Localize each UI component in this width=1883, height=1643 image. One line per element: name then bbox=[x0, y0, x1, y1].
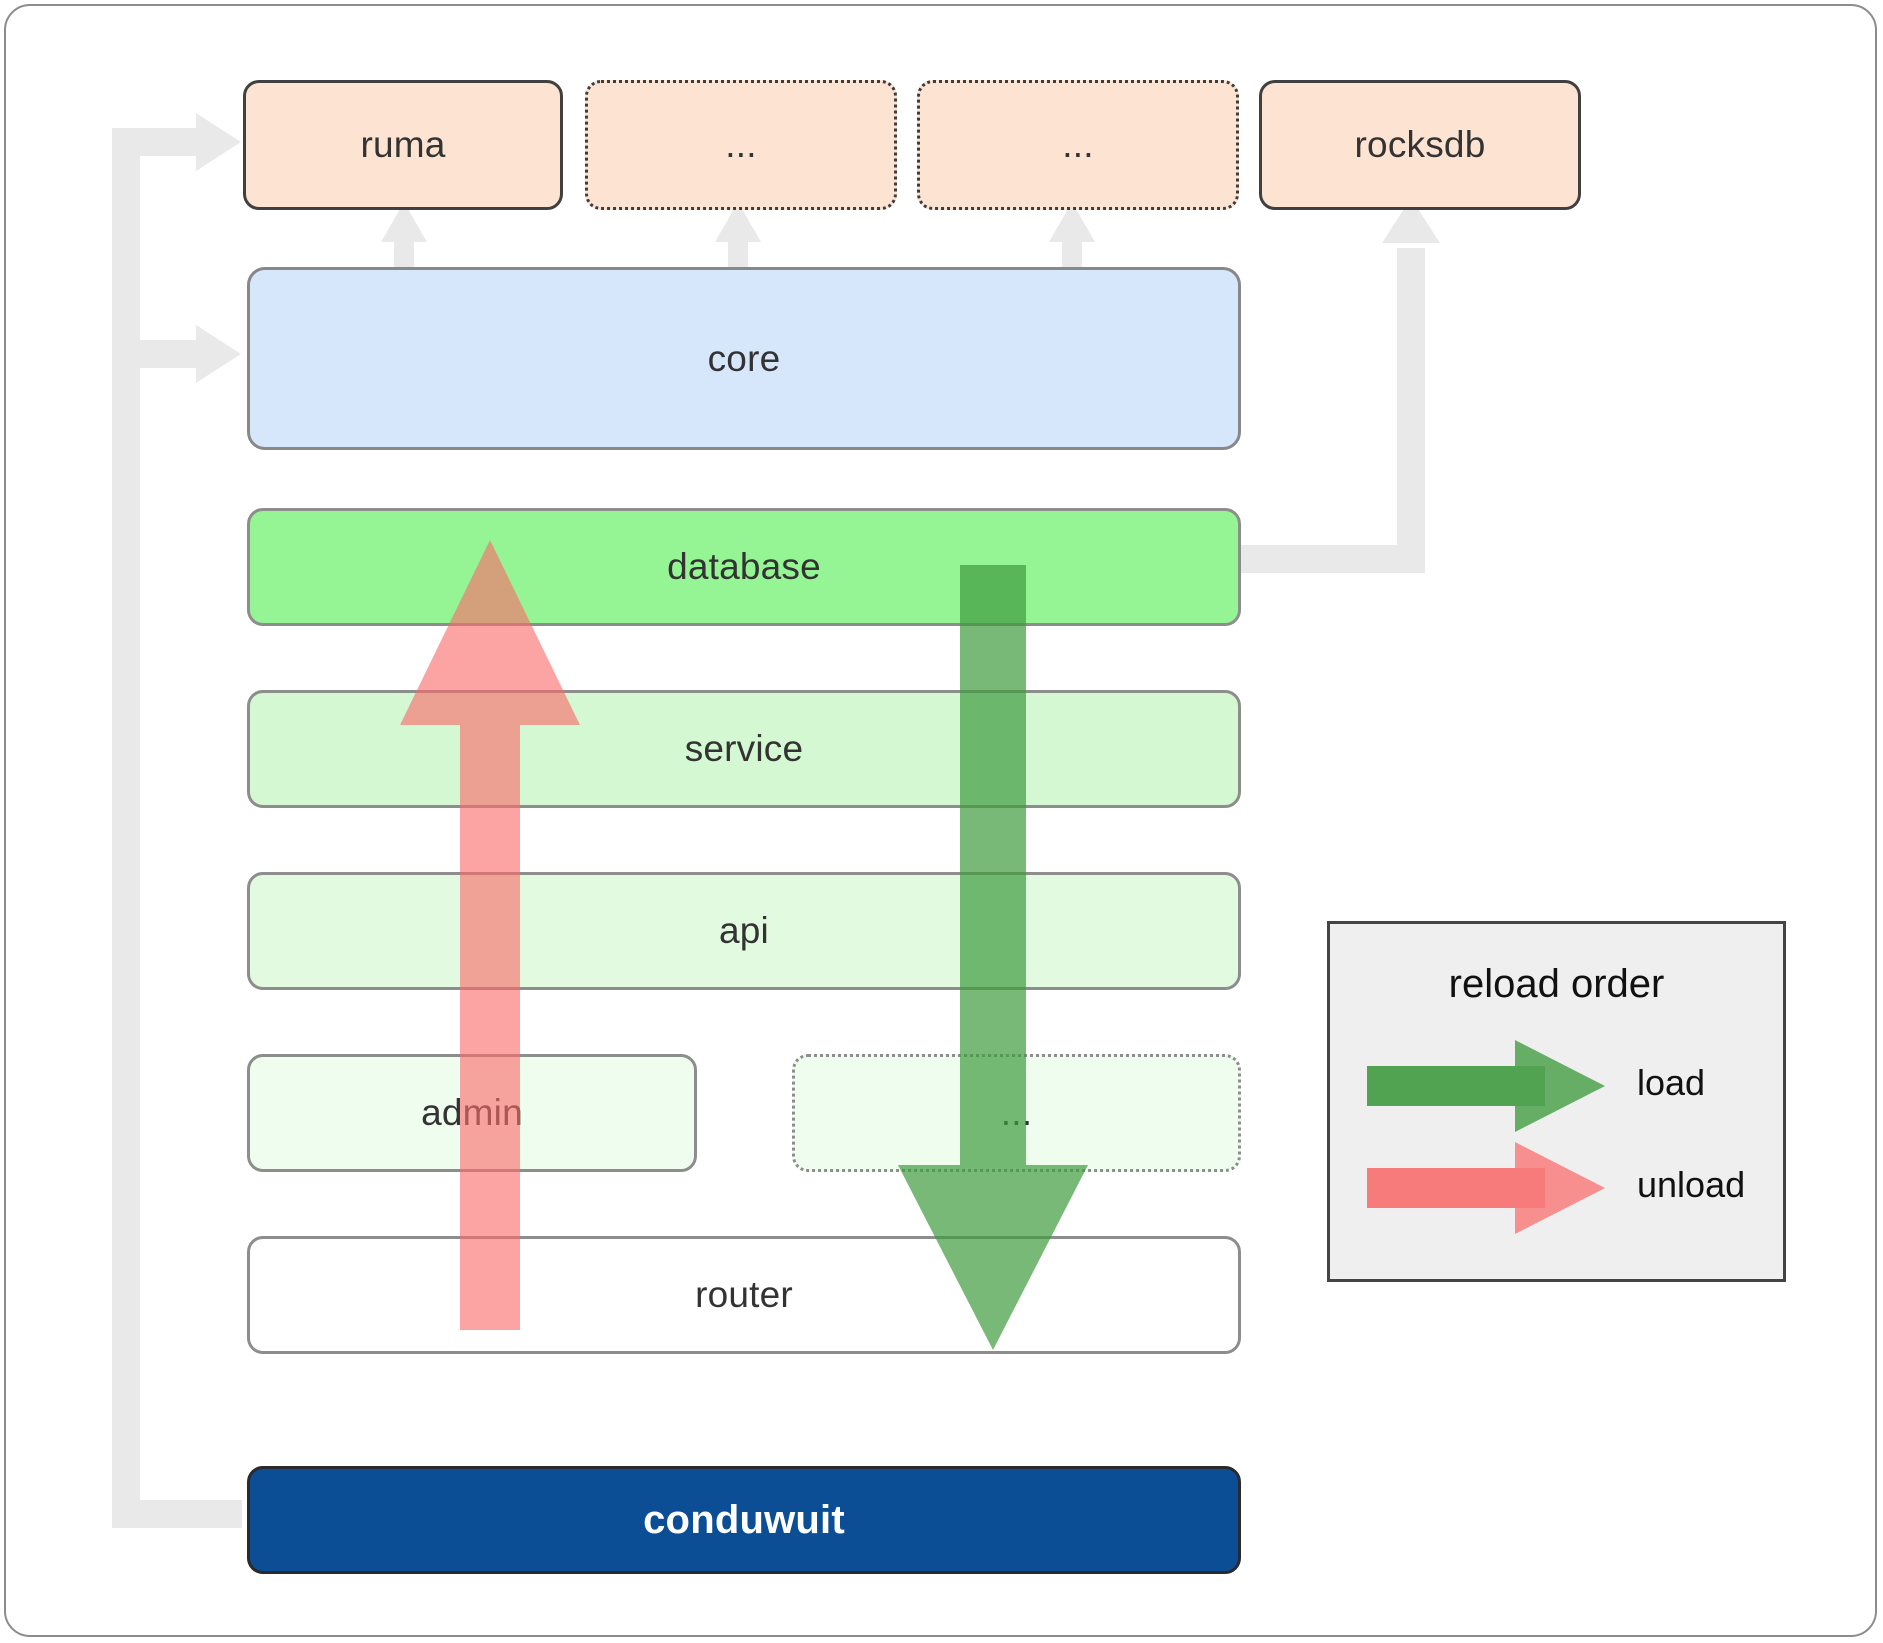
connector-left-spine bbox=[112, 128, 140, 1528]
connector-to-ruma-stub bbox=[112, 128, 202, 156]
connector-arrowhead-ruma bbox=[196, 113, 241, 171]
dependency-box-ruma[interactable]: ruma bbox=[243, 80, 563, 210]
legend-title: reload order bbox=[1448, 962, 1665, 1006]
layer-box-api[interactable]: api bbox=[247, 872, 1241, 990]
layer-label: database bbox=[667, 546, 821, 587]
connector-left-bottom bbox=[112, 1500, 242, 1528]
layer-box-database[interactable]: database bbox=[247, 508, 1241, 626]
dependency-box-2[interactable]: ... bbox=[585, 80, 897, 210]
unload-flow-arrow bbox=[400, 540, 580, 1330]
connector-arrowhead-rocksdb bbox=[1382, 198, 1440, 243]
legend-unload-arrow-icon bbox=[1367, 1142, 1605, 1234]
dependency-box-3[interactable]: ... bbox=[917, 80, 1239, 210]
dependency-label: ruma bbox=[360, 124, 446, 165]
layer-label: service bbox=[684, 728, 804, 769]
layer-label: api bbox=[719, 910, 769, 951]
legend-label-load: load bbox=[1637, 1062, 1706, 1103]
application-label: conduwuit bbox=[643, 1497, 845, 1542]
application-box-conduwuit[interactable]: conduwuit bbox=[247, 1466, 1241, 1574]
layer-label: core bbox=[707, 337, 781, 379]
layer-label: router bbox=[695, 1274, 793, 1315]
connector-arrowhead-core bbox=[196, 325, 241, 383]
legend-panel: reload order load unload bbox=[1327, 921, 1786, 1282]
layer-box-router[interactable]: router bbox=[247, 1236, 1241, 1354]
connector-arrow-core-to-dep2 bbox=[715, 202, 761, 284]
connector-to-core-stub bbox=[112, 340, 202, 368]
connector-arrow-core-to-dep3 bbox=[1049, 202, 1095, 284]
legend-load-arrow-icon bbox=[1367, 1040, 1605, 1132]
legend-label-unload: unload bbox=[1637, 1164, 1746, 1205]
load-flow-arrow bbox=[898, 565, 1088, 1350]
dependency-label: ... bbox=[1062, 124, 1094, 165]
dependency-box-rocksdb[interactable]: rocksdb bbox=[1259, 80, 1581, 210]
connector-db-to-rocksdb-vertical bbox=[1397, 248, 1425, 573]
dependency-label: rocksdb bbox=[1354, 124, 1486, 165]
dependency-label: ... bbox=[725, 124, 757, 165]
connector-arrow-core-to-ruma bbox=[381, 202, 427, 284]
layer-box-core[interactable]: core bbox=[247, 267, 1241, 450]
connector-db-to-rocksdb-horizontal bbox=[1240, 545, 1425, 573]
